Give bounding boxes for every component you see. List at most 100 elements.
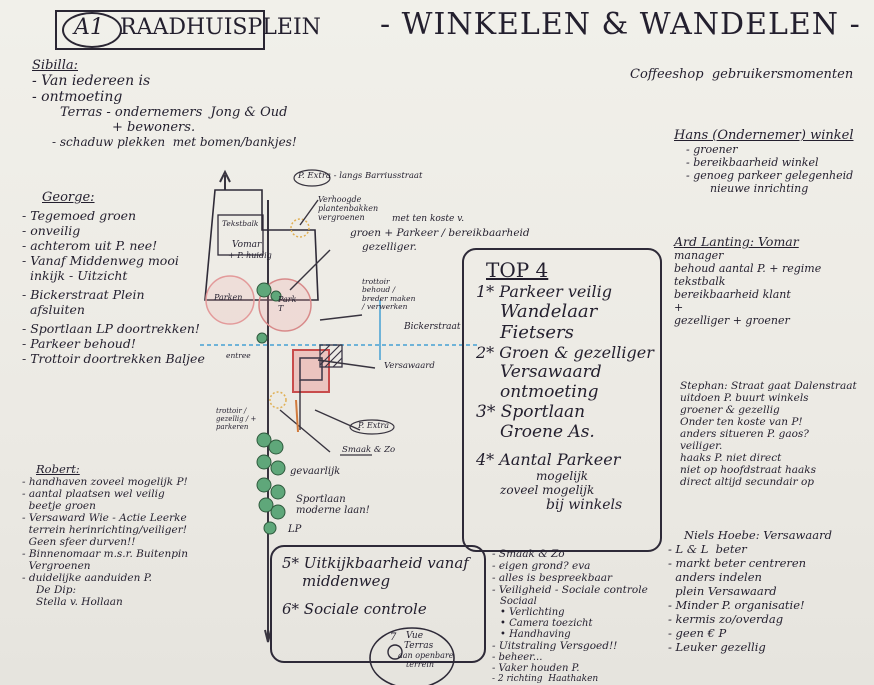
bubble-line: terrein (406, 660, 435, 669)
map-label-gezelliger: gezelliger. (362, 241, 417, 253)
bubble-number: 7 (390, 632, 397, 643)
note-line: - kermis zo/overdag (668, 612, 784, 626)
map-label-parking-sign: met ten koste v. (392, 214, 465, 224)
ard-note: Ard Lanting: Vomar manager behoud aantal… (674, 234, 821, 327)
lower-list: 5* Uitkijkbaarheid vanaf middenweg 6* So… (282, 554, 469, 618)
stephan-note: Stephan: Straat gaat Dalenstraat uitdoen… (680, 380, 857, 488)
note-line: - onveilig (22, 223, 81, 238)
note-line: - achterom uit P. nee! (22, 238, 158, 253)
top4-item: Fietsers (500, 322, 574, 343)
list-line: - Veiligheid - Sociale controle (492, 584, 648, 596)
location-title-box (55, 10, 265, 50)
note-line: groener & gezellig (680, 404, 780, 416)
note-line: terrein herinrichting/veiliger! (22, 524, 187, 536)
map-label-parken: Parken (214, 293, 243, 302)
list-line: • Camera toezicht (500, 618, 593, 629)
note-line: - Van iedereen is (32, 73, 151, 89)
robert-note: Robert: - handhaven zoveel mogelijk P! -… (22, 462, 188, 608)
location-title: RAADHUISPLEIN (120, 15, 321, 40)
note-heading: Niels Hoebe: Versawaard (684, 528, 832, 542)
list-line: - Uitstraling Versgoed!! (492, 640, 618, 652)
top4-item: 1* Parkeer veilig (476, 282, 612, 301)
coffeeshop-note: Coffeeshop gebruikersmomenten (630, 67, 854, 82)
top4-item: 2* Groen & gezelliger (476, 343, 654, 362)
area-badge: A1 (74, 15, 104, 40)
terrace-bubble: 7 Vue Terras aan openbare terrein (376, 631, 454, 669)
page-theme-title: - WINKELEN & WANDELEN - (380, 7, 861, 42)
note-line: plein Versawaard (668, 584, 777, 598)
map-label-versawaard: Versawaard (384, 361, 435, 371)
niels-note: Niels Hoebe: Versawaard - L & L beter - … (668, 528, 832, 654)
list-line: • Verlichting (500, 607, 565, 618)
map-label-gevaarlijk: gevaarlijk (290, 466, 341, 477)
note-line: - Binnenomaar m.s.r. Buitenpin (22, 548, 189, 560)
map-label-p-extra: P. Extra (358, 421, 390, 430)
note-line: inkijk - Uitzicht (22, 268, 128, 283)
note-line: - groener (686, 143, 738, 156)
note-line: Stephan: Straat gaat Dalenstraat (680, 380, 857, 392)
list-line: - eigen grond? eva (492, 560, 591, 572)
note-heading: Robert: (36, 462, 80, 476)
note-line: anders indelen (668, 570, 762, 584)
note-line: veiliger. (680, 440, 723, 452)
top4-item: Versawaard (500, 362, 602, 382)
note-line: - markt beter centreren (668, 556, 807, 570)
list-line: - Vaker houden P. (492, 663, 580, 674)
map-label-lp: LP (288, 524, 302, 535)
note-line: - handhaven zoveel mogelijk P! (22, 476, 188, 488)
note-line: Terras - ondernemers Jong & Oud (60, 105, 288, 120)
note-line: - Leuker gezellig (668, 640, 766, 654)
top4-box (462, 248, 662, 552)
note-line: afsluiten (22, 302, 85, 317)
list-line: - alles is bespreekbaar (492, 572, 613, 584)
list-line: - 2 richting Haathaken (492, 674, 599, 684)
map-label-street-top: P. Extra - langs Barriusstraat (298, 171, 423, 181)
bubble-line: Terras (404, 641, 434, 651)
note-line: - Sportlaan LP doortrekken! (22, 321, 200, 336)
bottom-center-list: - Smaak & Zo - eigen grond? eva - alles … (492, 548, 648, 684)
lower-item: 6* Sociale controle (282, 600, 427, 618)
bubble-line: Vue (406, 631, 424, 641)
note-line: Vergroenen (22, 560, 91, 572)
note-line: nieuwe inrichting (710, 182, 809, 195)
note-line: - Tegemoed groen (22, 208, 137, 223)
note-line: gezelliger + groener (674, 314, 790, 327)
note-line: manager (674, 249, 724, 262)
top4-item: Wandelaar (500, 301, 598, 322)
note-line: - duidelijke aanduiden P. (22, 572, 152, 584)
map-label-trottoir-lower: trottoir / gezellig / + parkeren (216, 407, 257, 431)
note-line: Stella v. Hollaan (36, 596, 123, 608)
note-line: - L & L beter (668, 542, 747, 556)
note-line: De Dip: (36, 584, 77, 596)
note-line: Onder ten koste van P! (680, 416, 803, 428)
sibilla-note: Sibilla: - Van iedereen is - ontmoeting … (32, 58, 297, 149)
map-label-green-parking: groen + Parkeer / bereikbaarheid (350, 227, 530, 239)
list-line: Sociaal (500, 596, 537, 607)
top4-item: mogelijk (536, 469, 589, 483)
note-line: - genoeg parkeer gelegenheid (686, 169, 854, 182)
list-line: - beheer... (492, 652, 543, 663)
note-heading: George: (42, 190, 95, 205)
list-line: - Smaak & Zo (492, 548, 565, 560)
note-line: - ontmoeting (32, 89, 123, 105)
area-badge-circle (62, 12, 122, 48)
hans-note: Hans (Ondernemer) winkel - groener - ber… (674, 128, 854, 195)
note-line: beetje groen (22, 500, 96, 512)
map-label-raised-planter: Verhoogde plantenbakken vergroenen (318, 195, 379, 222)
map-label-smaak: Smaak & Zo (342, 445, 396, 455)
note-line: - geen € P (668, 626, 727, 640)
george-note: George: - Tegemoed groen - onveilig - ac… (22, 190, 205, 366)
map-label-park-t: Park T (278, 295, 297, 313)
note-line: anders situeren P. gaos? (680, 428, 809, 440)
map-label-trottoir: trottoir behoud / breder maken / verwerk… (362, 277, 416, 312)
note-line: - Versaward Wie - Actie Leerke (22, 512, 187, 524)
note-heading: Ard Lanting: Vomar (674, 234, 799, 249)
top4-item: bij winkels (546, 497, 623, 513)
note-line: - Bickerstraat Plein (22, 287, 145, 302)
note-line: tekstbalk (674, 275, 726, 288)
note-line: bereikbaarheid klant (674, 288, 791, 301)
map-label-bickerstraat: Bickerstraat (404, 322, 461, 332)
top4-item: zoveel mogelijk (500, 483, 595, 497)
note-line: - Vanaf Middenweg mooi (22, 253, 179, 268)
